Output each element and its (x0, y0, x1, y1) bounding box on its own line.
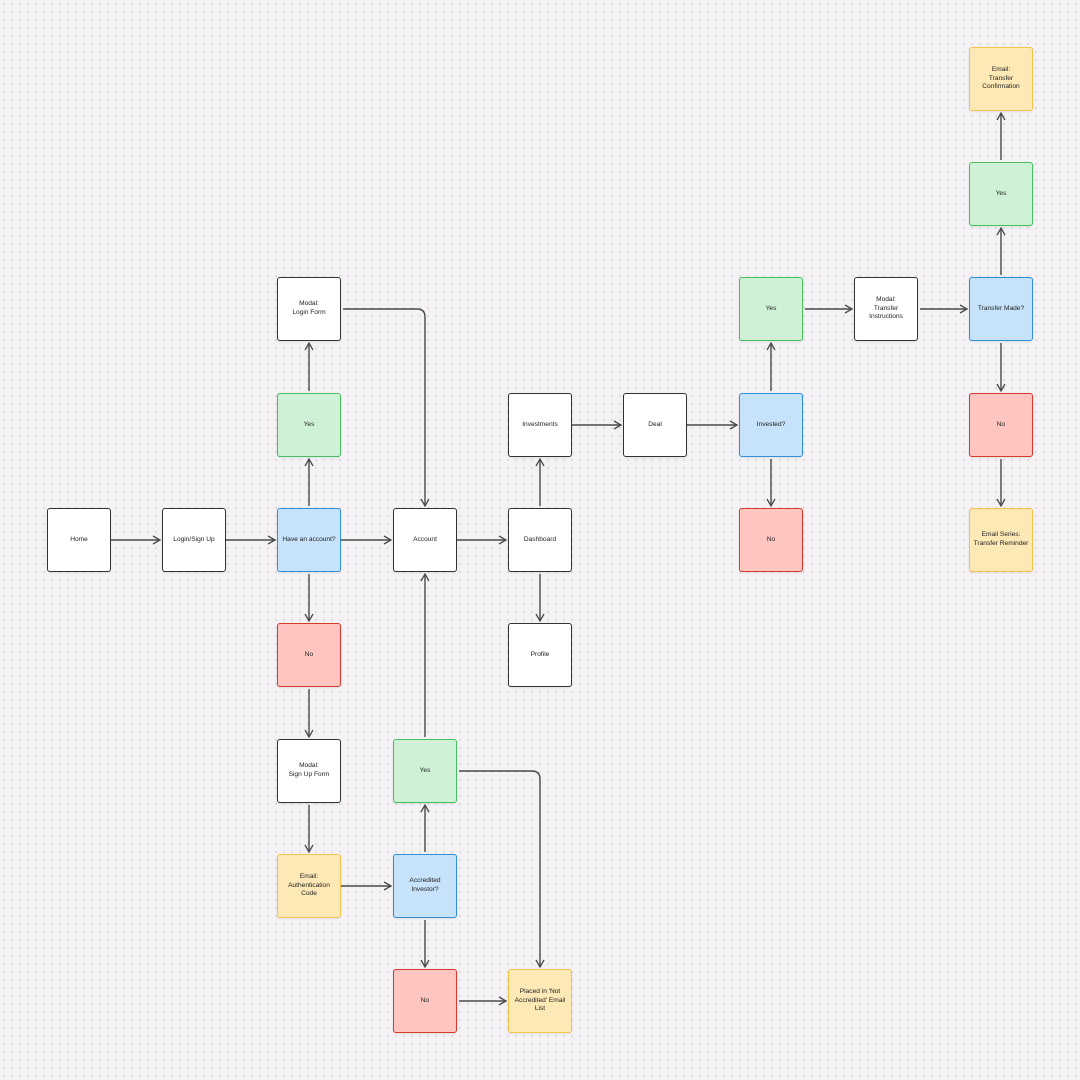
node-invested-yes-label: Yes (765, 304, 777, 312)
node-account[interactable]: Account (393, 508, 457, 572)
node-account-no[interactable]: No (277, 623, 341, 687)
node-modal-login-label: Modal: Login Form (292, 300, 326, 316)
node-transfer-no[interactable]: No (969, 393, 1033, 457)
node-transfer-made[interactable]: Transfer Made? (969, 277, 1033, 341)
node-have-account[interactable]: Have an account? (277, 508, 341, 572)
node-transfer-yes-label: Yes (995, 189, 1007, 197)
node-account-yes-label: Yes (303, 420, 315, 428)
node-dashboard[interactable]: Dashboard (508, 508, 572, 572)
node-account-label: Account (413, 535, 437, 543)
node-dashboard-label: Dashboard (523, 535, 557, 543)
node-accredited-no[interactable]: No (393, 969, 457, 1033)
node-deal-label: Deal (648, 420, 662, 428)
node-email-series-reminder[interactable]: Email Series: Transfer Reminder (969, 508, 1033, 572)
node-accredited-yes-label: Yes (419, 766, 431, 774)
node-not-accredited-list-label: Placed in 'Not Accredited' Email List (514, 988, 566, 1013)
node-accredited-yes[interactable]: Yes (393, 739, 457, 803)
connector-accredited-yes-to-not-accredited-list (459, 770, 545, 969)
node-home-label: Home (70, 535, 88, 543)
node-email-series-reminder-label: Email Series: Transfer Reminder (973, 531, 1029, 547)
node-email-auth-label: Email: Authentication Code (288, 873, 330, 898)
node-email-transfer-confirmation[interactable]: Email: Transfer Confirmation (969, 47, 1033, 111)
node-not-accredited-list[interactable]: Placed in 'Not Accredited' Email List (508, 969, 572, 1033)
node-home[interactable]: Home (47, 508, 111, 572)
node-email-transfer-confirmation-label: Email: Transfer Confirmation (982, 66, 1020, 91)
node-modal-transfer[interactable]: Modal: Transfer Instructions (854, 277, 918, 341)
node-invested-yes[interactable]: Yes (739, 277, 803, 341)
node-account-no-label: No (304, 650, 314, 658)
node-accredited[interactable]: Accredited Investor? (393, 854, 457, 918)
node-invested[interactable]: Invested? (739, 393, 803, 457)
node-investments[interactable]: Investments (508, 393, 572, 457)
node-account-yes[interactable]: Yes (277, 393, 341, 457)
node-login-signup[interactable]: Login/Sign Up (162, 508, 226, 572)
node-profile-label: Profile (530, 650, 550, 658)
node-accredited-label: Accredited Investor? (409, 877, 441, 893)
node-transfer-no-label: No (996, 420, 1006, 428)
node-accredited-no-label: No (420, 996, 430, 1004)
node-deal[interactable]: Deal (623, 393, 687, 457)
node-transfer-yes[interactable]: Yes (969, 162, 1033, 226)
connector-modal-login-to-account (343, 308, 430, 508)
node-have-account-label: Have an account? (282, 535, 336, 543)
node-modal-login[interactable]: Modal: Login Form (277, 277, 341, 341)
node-investments-label: Investments (522, 420, 558, 428)
node-invested-no[interactable]: No (739, 508, 803, 572)
node-modal-transfer-label: Modal: Transfer Instructions (869, 296, 903, 321)
node-invested-no-label: No (766, 535, 776, 543)
node-modal-signup[interactable]: Modal: Sign Up Form (277, 739, 341, 803)
node-invested-label: Invested? (756, 420, 786, 428)
node-email-auth[interactable]: Email: Authentication Code (277, 854, 341, 918)
node-modal-signup-label: Modal: Sign Up Form (288, 762, 330, 778)
node-profile[interactable]: Profile (508, 623, 572, 687)
node-transfer-made-label: Transfer Made? (977, 304, 1025, 312)
node-login-signup-label: Login/Sign Up (173, 535, 215, 543)
